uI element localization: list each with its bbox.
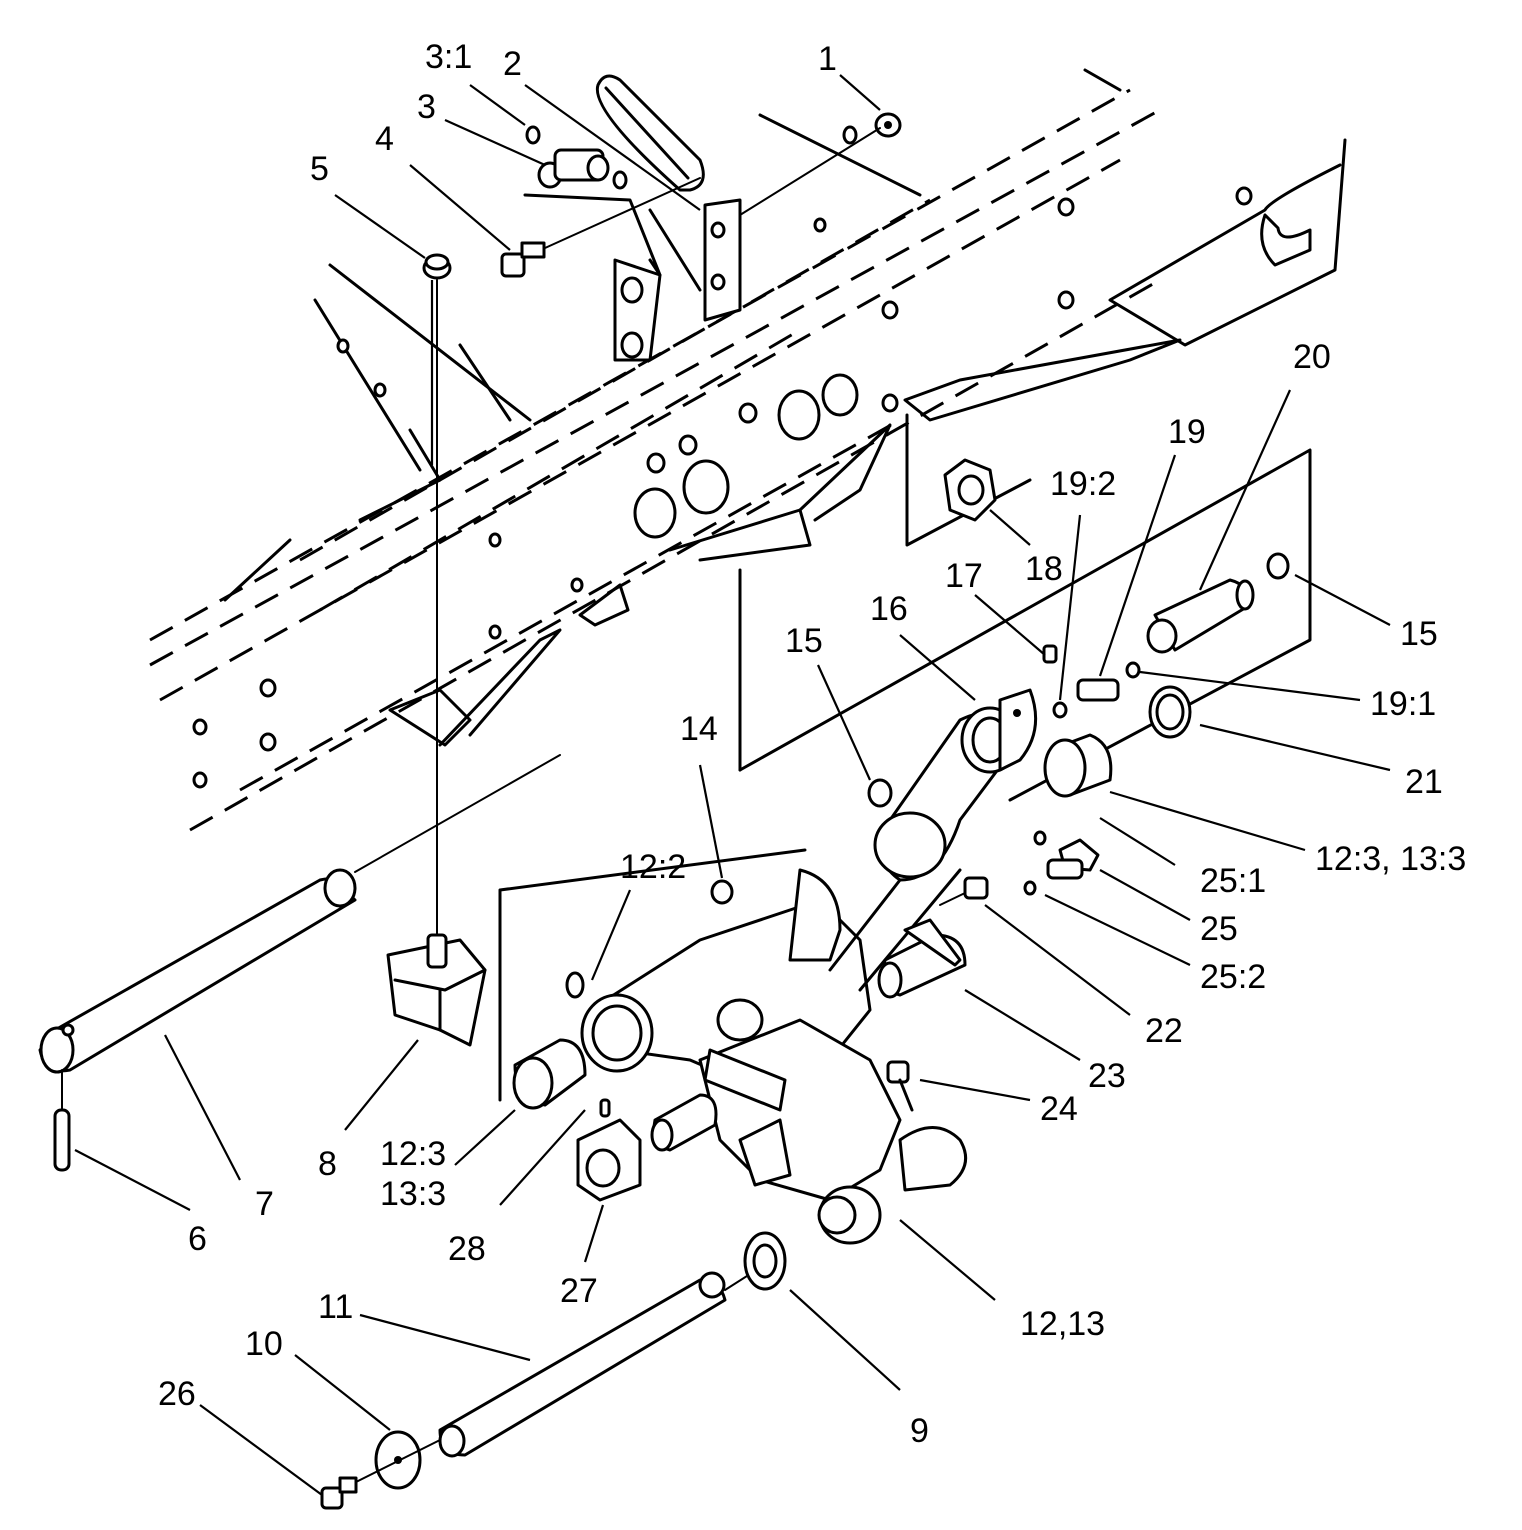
callout-9: 9 <box>910 1412 929 1450</box>
block-27 <box>576 1098 642 1202</box>
nut-1 <box>739 112 902 216</box>
pin-6 <box>53 1069 71 1172</box>
callout-13-3-left: 13:3 <box>380 1175 446 1213</box>
nut-18 <box>943 458 997 522</box>
callout-28: 28 <box>448 1230 486 1268</box>
bushing-left <box>512 1038 587 1110</box>
callout-4: 4 <box>375 120 394 158</box>
callout-5: 5 <box>310 150 329 188</box>
lower-pin-group <box>320 1231 787 1510</box>
callout-12-13: 12,13 <box>1020 1305 1105 1343</box>
shaft-7 <box>38 754 561 1074</box>
pin-23 <box>877 918 967 999</box>
bolt-4 <box>500 177 701 278</box>
main-frame <box>149 68 1347 832</box>
callout-6: 6 <box>188 1220 207 1258</box>
callout-labels: 3:1 2 3 4 5 1 20 19 19:2 18 17 16 15 15 … <box>158 38 1466 1450</box>
callout-17: 17 <box>945 557 983 595</box>
callout-25-2: 25:2 <box>1200 958 1266 996</box>
leader-lines <box>74 74 1391 1496</box>
callout-12-3-13-3-right: 12:3, 13:3 <box>1315 840 1466 878</box>
nut-14 <box>710 879 734 905</box>
callout-3-1: 3:1 <box>425 38 472 76</box>
upper-bracket-group <box>422 74 902 936</box>
bolt-26 <box>320 1476 358 1510</box>
callout-3: 3 <box>417 88 436 126</box>
callout-21: 21 <box>1405 763 1443 801</box>
callout-26: 26 <box>158 1375 196 1413</box>
callout-7: 7 <box>255 1185 274 1223</box>
arm-assembly <box>498 413 1312 1245</box>
callout-19-2: 19:2 <box>1050 465 1116 503</box>
callout-19-1: 19:1 <box>1370 685 1436 723</box>
nut-5 <box>422 253 452 936</box>
callout-23: 23 <box>1088 1057 1126 1095</box>
right-parts <box>867 458 1290 1112</box>
callout-11: 11 <box>318 1288 353 1326</box>
bushing-right <box>1043 733 1113 798</box>
callout-10: 10 <box>245 1325 283 1363</box>
callout-18: 18 <box>1025 550 1063 588</box>
callout-8: 8 <box>318 1145 337 1183</box>
callout-14: 14 <box>680 710 718 748</box>
callout-12-3-left: 12:3 <box>380 1135 446 1173</box>
fitting-25 <box>1023 830 1100 896</box>
o-ring-3-1 <box>525 125 541 145</box>
callout-15-right: 15 <box>1400 615 1438 653</box>
bushing-20 <box>1146 578 1255 654</box>
callout-20: 20 <box>1293 338 1331 376</box>
callout-12-2: 12:2 <box>620 848 686 886</box>
ring-15-right <box>1266 552 1290 580</box>
lower-left-parts <box>512 879 734 1202</box>
callout-1: 1 <box>818 40 837 78</box>
fitting-12-2 <box>565 971 585 999</box>
ring-15-left <box>867 778 893 808</box>
callout-24: 24 <box>1040 1090 1078 1128</box>
callout-22: 22 <box>1145 1012 1183 1050</box>
callout-27: 27 <box>560 1272 598 1310</box>
block-8 <box>386 933 487 1047</box>
bolt-22 <box>939 876 989 906</box>
callout-25-1: 25:1 <box>1200 862 1266 900</box>
callout-19: 19 <box>1168 413 1206 451</box>
bolt-24 <box>886 1060 914 1112</box>
callout-2: 2 <box>503 45 522 83</box>
callout-25: 25 <box>1200 910 1238 948</box>
fitting-tee <box>537 148 628 190</box>
callout-15-left: 15 <box>785 622 823 660</box>
callout-16: 16 <box>870 590 908 628</box>
fitting-19 <box>1042 644 1141 719</box>
